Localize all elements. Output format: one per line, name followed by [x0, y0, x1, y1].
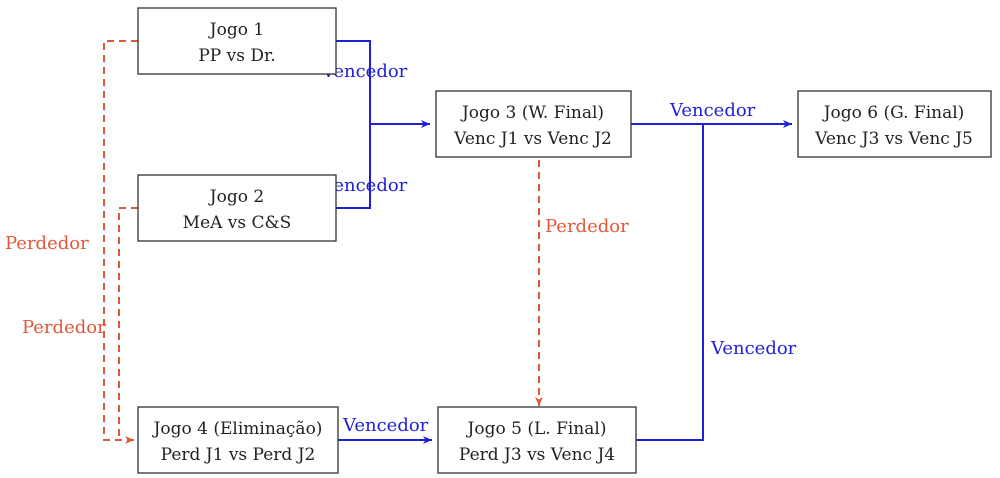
edge-jogo5-to-jogo6: [636, 124, 704, 441]
node-jogo4-title: Jogo 4 (Eliminação): [152, 419, 323, 439]
node-jogo2-subtitle: MeA vs C&S: [183, 213, 292, 233]
node-jogo1-subtitle: PP vs Dr.: [198, 46, 275, 66]
node-jogo3: Jogo 3 (W. Final) Venc J1 vs Venc J2: [435, 90, 632, 158]
edge-label-jogo3-winner: Vencedor: [669, 100, 756, 121]
node-jogo6-subtitle: Venc J3 vs Venc J5: [814, 129, 973, 149]
node-jogo5: Jogo 5 (L. Final) Perd J3 vs Venc J4: [437, 406, 637, 474]
edge-label-jogo5-winner: Vencedor: [710, 338, 797, 359]
edge-label-jogo3-loser: Perdedor: [545, 216, 629, 237]
node-jogo3-title: Jogo 3 (W. Final): [460, 103, 604, 123]
node-jogo2: Jogo 2 MeA vs C&S: [137, 174, 337, 242]
edge-label-jogo1-winner: Vencedor: [321, 61, 408, 82]
edge-label-jogo1-loser: Perdedor: [5, 233, 89, 254]
edge-jogo1-to-jogo3: [336, 40, 430, 128]
node-jogo6-title: Jogo 6 (G. Final): [822, 103, 965, 123]
edge-label-jogo4-winner: Vencedor: [342, 415, 429, 436]
node-jogo5-subtitle: Perd J3 vs Venc J4: [459, 445, 615, 465]
node-jogo2-title: Jogo 2: [208, 187, 264, 207]
node-jogo4-subtitle: Perd J1 vs Perd J2: [161, 445, 316, 465]
edge-jogo2-to-jogo4: [118, 207, 138, 440]
edge-jogo1-to-jogo4: [103, 40, 138, 444]
node-jogo5-title: Jogo 5 (L. Final): [466, 419, 607, 439]
node-jogo6: Jogo 6 (G. Final) Venc J3 vs Venc J5: [797, 90, 992, 158]
edge-label-jogo2-winner: Vencedor: [321, 175, 408, 196]
node-jogo1: Jogo 1 PP vs Dr.: [137, 7, 337, 75]
edge-label-jogo2-loser: Perdedor: [22, 317, 106, 338]
node-jogo4: Jogo 4 (Eliminação) Perd J1 vs Perd J2: [137, 406, 339, 474]
node-jogo1-title: Jogo 1: [208, 20, 264, 40]
node-jogo3-subtitle: Venc J1 vs Venc J2: [453, 129, 612, 149]
edge-jogo2-to-jogo3: [336, 124, 371, 209]
